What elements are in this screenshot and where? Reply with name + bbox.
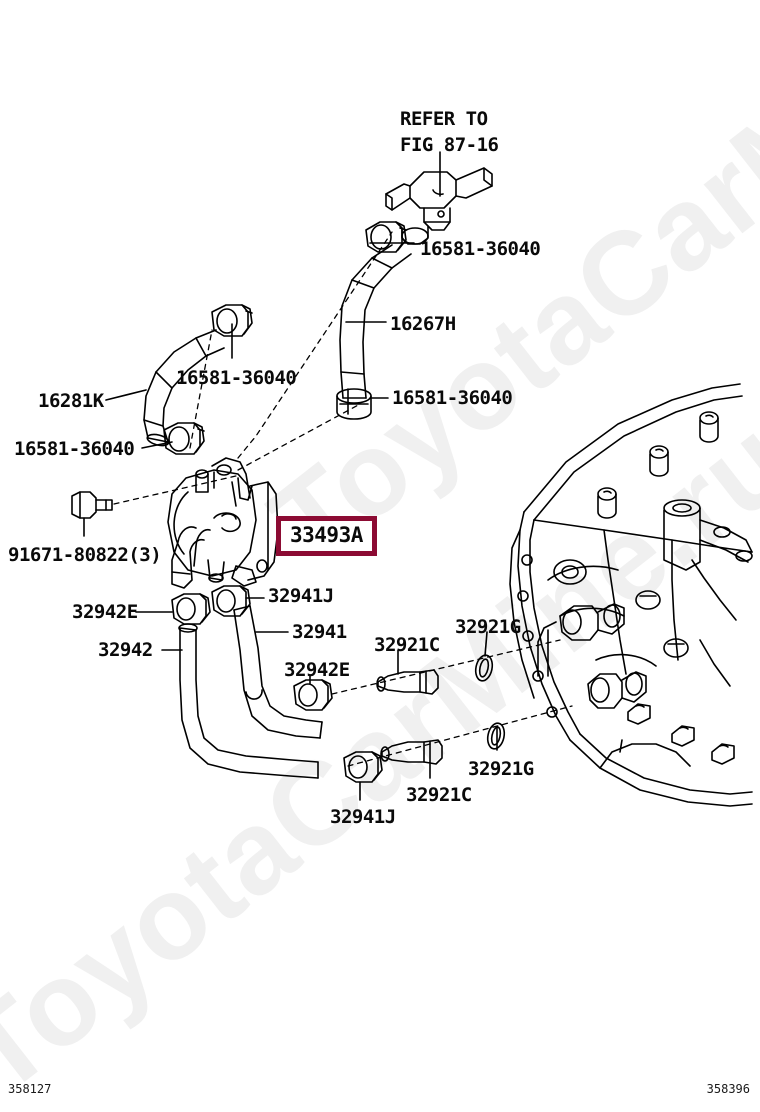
part-label-16267h[interactable]: 16267H <box>390 313 456 335</box>
leader-lines <box>83 151 498 801</box>
pan-rib <box>711 743 735 765</box>
refer-to-note: REFER TO FIG 87-16 <box>400 106 499 158</box>
part-label-16581-36040[interactable]: 16581-36040 <box>392 387 513 409</box>
clamp-16581-mid-left <box>211 304 253 337</box>
assembly-guide-bolt <box>113 475 237 505</box>
case-bolt-boss <box>597 487 617 519</box>
case-boss <box>663 638 689 658</box>
part-label-32941[interactable]: 32941 <box>292 621 347 643</box>
part-label-16581-36040[interactable]: 16581-36040 <box>14 438 135 460</box>
refer-to-line2: FIG 87-16 <box>400 134 499 156</box>
bolt-91671-80822 <box>71 491 113 519</box>
part-label-16281k[interactable]: 16281K <box>38 390 104 412</box>
pan-rib <box>627 703 651 725</box>
part-label-32942e[interactable]: 32942E <box>284 659 350 681</box>
union-bolt-32921c-lower <box>380 739 443 765</box>
part-label-32942[interactable]: 32942 <box>98 639 153 661</box>
oil-cooler-33493a <box>167 457 279 589</box>
refer-to-line1: REFER TO <box>400 108 488 130</box>
assembly-guide-lines-lower <box>331 639 573 767</box>
union-bolt-32921c-upper <box>376 669 439 695</box>
case-bolt-boss <box>649 445 669 477</box>
part-label-16581-36040[interactable]: 16581-36040 <box>420 238 541 260</box>
pan-rib <box>671 725 695 747</box>
part-label-16581-36040[interactable]: 16581-36040 <box>176 367 297 389</box>
hose-32942 <box>178 623 319 779</box>
part-label-32941j[interactable]: 32941J <box>268 585 334 607</box>
cooler-port-boss-upper <box>559 603 625 641</box>
clamp-16581-lower-right <box>336 388 372 420</box>
clamp-32941j-lower <box>343 751 383 783</box>
hose-32941 <box>233 605 323 739</box>
transmission-case <box>509 383 753 807</box>
highlighted-part-number: 33493A <box>290 523 363 547</box>
case-bolt-boss <box>699 411 719 443</box>
part-label-32942e[interactable]: 32942E <box>72 601 138 623</box>
case-boss <box>635 590 661 610</box>
clamp-32941j-upper <box>211 585 251 617</box>
diagram-id-right: 358396 <box>706 1082 750 1096</box>
highlighted-part-callout-33493a[interactable]: 33493A <box>276 516 377 556</box>
part-label-32921g[interactable]: 32921G <box>468 758 534 780</box>
part-label-32921c[interactable]: 32921C <box>374 634 440 656</box>
clamp-32942e-upper <box>171 593 211 625</box>
cooler-port-boss-lower <box>587 671 647 709</box>
o-ring-32921g-lower <box>486 722 506 750</box>
clamp-16581-upper-right <box>365 221 407 253</box>
case-boss <box>553 559 587 585</box>
part-label-32921c[interactable]: 32921C <box>406 784 472 806</box>
o-ring-32921g-upper <box>474 654 494 682</box>
part-label-91671-80822[interactable]: 91671-80822(3) <box>8 544 162 566</box>
clamp-16581-lower-left <box>163 422 205 455</box>
assembly-guide-lines-upper <box>189 231 393 471</box>
hose-junction-connector <box>385 167 493 245</box>
diagram-id-left: 358127 <box>8 1082 52 1096</box>
clamp-32942e-lower <box>293 679 333 711</box>
part-label-32941j[interactable]: 32941J <box>330 806 396 828</box>
part-label-32921g[interactable]: 32921G <box>455 616 521 638</box>
